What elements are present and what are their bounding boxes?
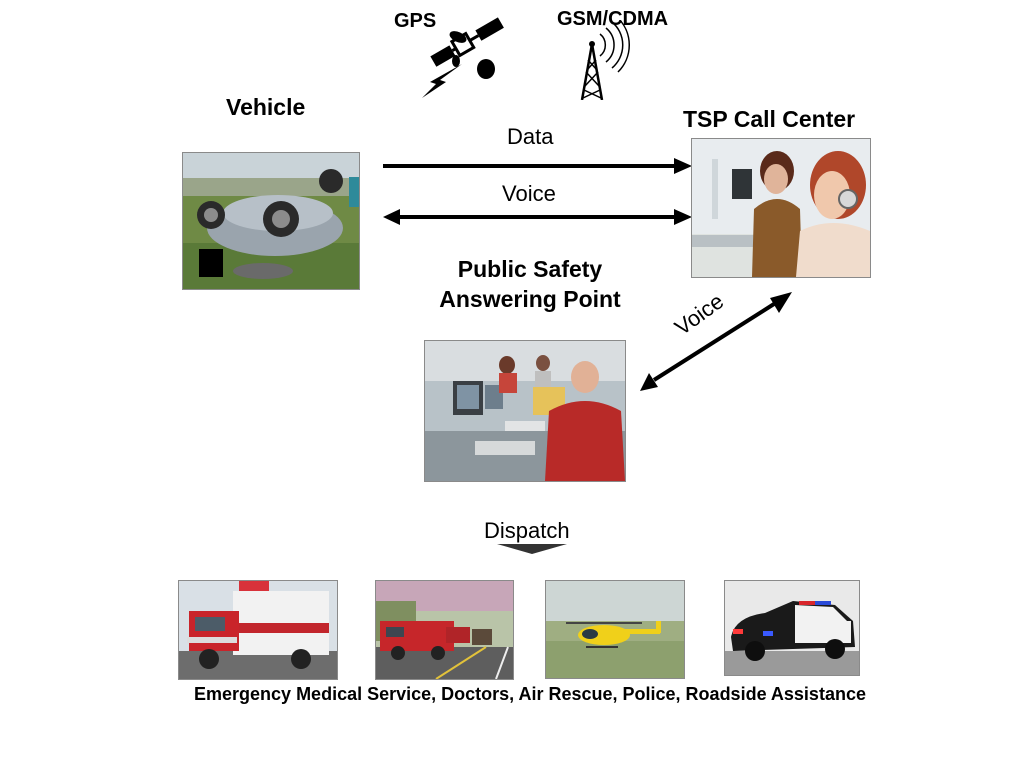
psap-label-line2: Answering Point (439, 286, 621, 312)
vehicle-photo (182, 152, 360, 290)
gps-label: GPS (394, 10, 437, 32)
voice-horizontal-label: Voice (502, 181, 556, 206)
lightning-icon (422, 64, 462, 98)
fire-truck-photo (375, 580, 514, 680)
vehicle-label: Vehicle (226, 94, 306, 120)
voice-horizontal-arrow (383, 209, 692, 225)
data-arrow (383, 158, 692, 174)
police-car-photo (724, 580, 860, 676)
cell-tower-icon (580, 20, 631, 100)
dispatch-arrow-icon (497, 544, 567, 554)
helicopter-photo (545, 580, 685, 679)
dispatch-label: Dispatch (484, 518, 570, 543)
psap-label-line1: Public Safety (457, 256, 603, 282)
psap-photo (424, 340, 626, 482)
voice-diagonal-arrow (640, 292, 792, 391)
data-label: Data (507, 124, 554, 149)
ambulance-photo (178, 580, 338, 680)
tsp-photo (691, 138, 871, 278)
gsm-label: GSM/CDMA (557, 8, 669, 30)
satellite-icon (430, 17, 504, 79)
responders-caption: Emergency Medical Service, Doctors, Air … (194, 684, 866, 704)
tsp-label: TSP Call Center (683, 106, 856, 132)
